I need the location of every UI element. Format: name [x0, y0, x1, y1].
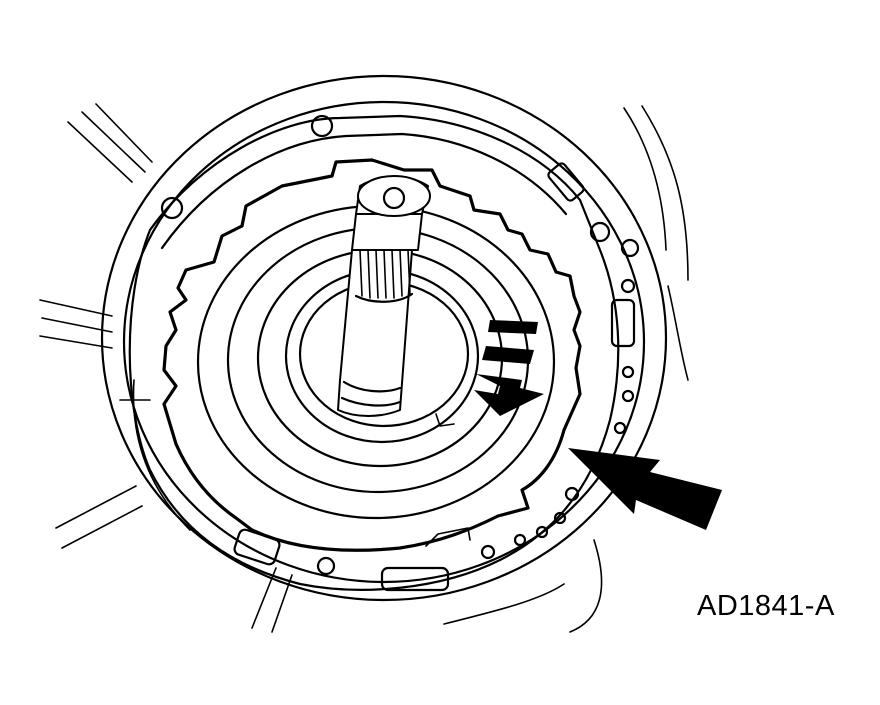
- snap-ring: [162, 158, 582, 552]
- input-shaft: [337, 175, 431, 417]
- fluid-flow-arrow: [474, 320, 544, 416]
- shaft-splines: [359, 249, 411, 299]
- figure-code: AD1841-A: [697, 590, 835, 622]
- separator-plate: [119, 114, 640, 592]
- outer-housing: [100, 74, 668, 602]
- housing-spokes: [39, 103, 689, 633]
- pointer-arrow: [568, 448, 722, 530]
